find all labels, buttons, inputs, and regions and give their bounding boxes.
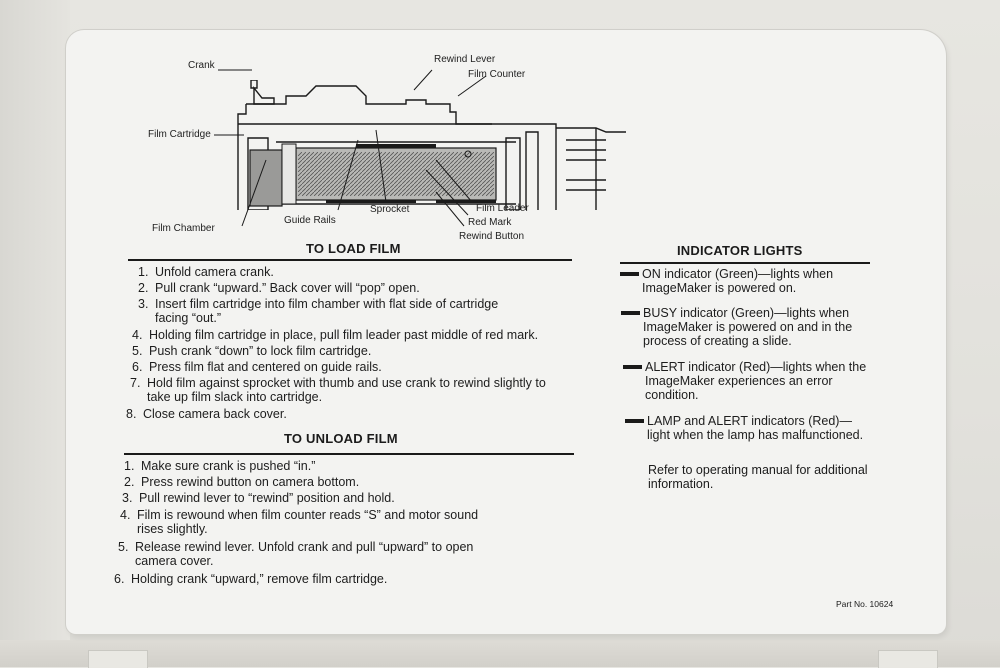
- load-step-4: 4.Holding film cartridge in place, pull …: [132, 328, 539, 342]
- label-guide-rails: Guide Rails: [284, 215, 336, 226]
- label-rewind-button: Rewind Button: [459, 231, 525, 242]
- printer-housing-left: [0, 0, 70, 667]
- housing-foot-right: [878, 650, 938, 668]
- unload-step-5: 5.Release rewind lever. Unfold crank and…: [118, 540, 474, 568]
- load-film-rule: [128, 259, 572, 261]
- printer-housing-bottom: [0, 640, 1000, 667]
- indicator-bar-icon: [620, 272, 639, 276]
- camera-diagram: [237, 80, 626, 210]
- indicator-lights-title: INDICATOR LIGHTS: [677, 243, 803, 258]
- label-film-counter: Film Counter: [468, 69, 526, 80]
- unload-film-rule: [124, 453, 574, 455]
- label-film-cartridge: Film Cartridge: [148, 129, 211, 140]
- instruction-card: Crank Rewind Lever Film Counter Film Car…: [66, 30, 946, 634]
- load-step-7: 7.Hold film against sprocket with thumb …: [130, 376, 546, 404]
- unload-step-6: 6.Holding crank “upward,” remove film ca…: [114, 572, 388, 586]
- part-number: Part No. 10624: [836, 599, 894, 609]
- unload-film-title: TO UNLOAD FILM: [284, 431, 398, 446]
- housing-foot-left: [88, 650, 148, 668]
- load-step-8: 8.Close camera back cover.: [126, 407, 287, 421]
- unload-step-4: 4.Film is rewound when film counter read…: [120, 508, 479, 536]
- manual-note: Refer to operating manual for additional…: [648, 463, 868, 491]
- label-sprocket: Sprocket: [370, 204, 410, 215]
- load-step-6: 6.Press film flat and centered on guide …: [132, 360, 382, 374]
- load-film-title: TO LOAD FILM: [306, 241, 401, 256]
- load-step-3: 3.Insert film cartridge into film chambe…: [138, 297, 499, 325]
- indicator-bar-icon: [621, 311, 640, 315]
- label-crank: Crank: [188, 60, 215, 71]
- load-step-5: 5.Push crank “down” to lock film cartrid…: [132, 344, 372, 358]
- load-step-1: 1.Unfold camera crank.: [138, 265, 274, 279]
- unload-step-3: 3.Pull rewind lever to “rewind” position…: [122, 491, 395, 505]
- indicator-on: ON indicator (Green)—lights when ImageMa…: [620, 267, 833, 295]
- indicator-lights-rule: [620, 262, 870, 264]
- unload-step-1: 1.Make sure crank is pushed “in.”: [124, 459, 316, 473]
- label-film-leader: Film Leader: [476, 203, 529, 214]
- unload-step-2: 2.Press rewind button on camera bottom.: [124, 475, 360, 489]
- load-step-2: 2.Pull crank “upward.” Back cover will “…: [138, 281, 420, 295]
- label-film-chamber: Film Chamber: [152, 223, 215, 234]
- indicator-busy: BUSY indicator (Green)—lights when Image…: [621, 306, 852, 348]
- indicator-lamp-alert: LAMP and ALERT indicators (Red)— light w…: [625, 414, 863, 442]
- indicator-bar-icon: [623, 365, 642, 369]
- label-red-mark: Red Mark: [468, 217, 512, 228]
- diagram-leader-lines: [214, 69, 487, 227]
- label-rewind-lever: Rewind Lever: [434, 54, 496, 65]
- indicator-alert: ALERT indicator (Red)—lights when the Im…: [623, 360, 866, 402]
- indicator-bar-icon: [625, 419, 644, 423]
